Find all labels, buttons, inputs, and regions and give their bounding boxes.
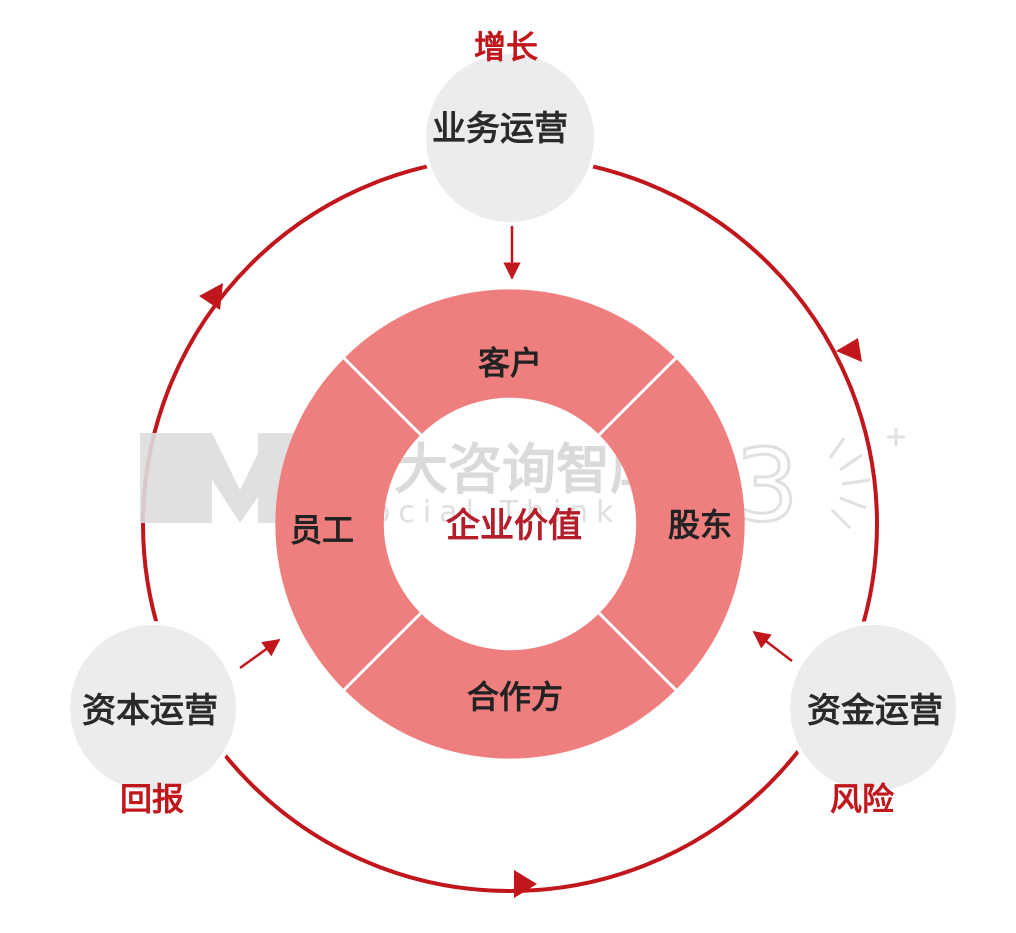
driver-growth: 增长	[474, 28, 538, 66]
value-ring	[275, 289, 745, 759]
arrow-funds-to-ring	[752, 630, 793, 662]
cycle-arrow-right	[836, 338, 862, 362]
ring-label-partners: 合作方	[467, 678, 563, 716]
ring-label-customers: 客户	[478, 344, 542, 382]
arrow-capital-to-ring	[239, 638, 281, 670]
node-business-operations	[422, 50, 598, 226]
business-operations-label: 业务运营	[432, 109, 568, 149]
cycle-arrow-bottom	[514, 870, 537, 898]
ring-segment-bottom	[344, 613, 676, 759]
node-funds-operations	[786, 621, 960, 795]
driver-risk: 风险	[830, 780, 895, 818]
ring-label-shareholders: 股东	[668, 506, 732, 544]
ring-segment-right	[599, 358, 745, 690]
ring-segment-left	[275, 358, 421, 690]
ring-dividers	[343, 357, 677, 691]
funds-operations-label: 资金运营	[807, 691, 943, 731]
node-capital-operations	[66, 621, 240, 795]
ring-segment-top	[344, 289, 676, 435]
ring-label-employees: 员工	[290, 511, 354, 549]
watermark-sunburst-icon	[828, 428, 905, 530]
driver-return: 回报	[120, 780, 184, 818]
center-label: 企业价值	[446, 506, 582, 546]
watermark: 中大咨询智库 Social Think Tank 3	[140, 426, 905, 546]
cycle-arrow-left	[199, 283, 223, 310]
capital-operations-label: 资本运营	[82, 691, 218, 731]
